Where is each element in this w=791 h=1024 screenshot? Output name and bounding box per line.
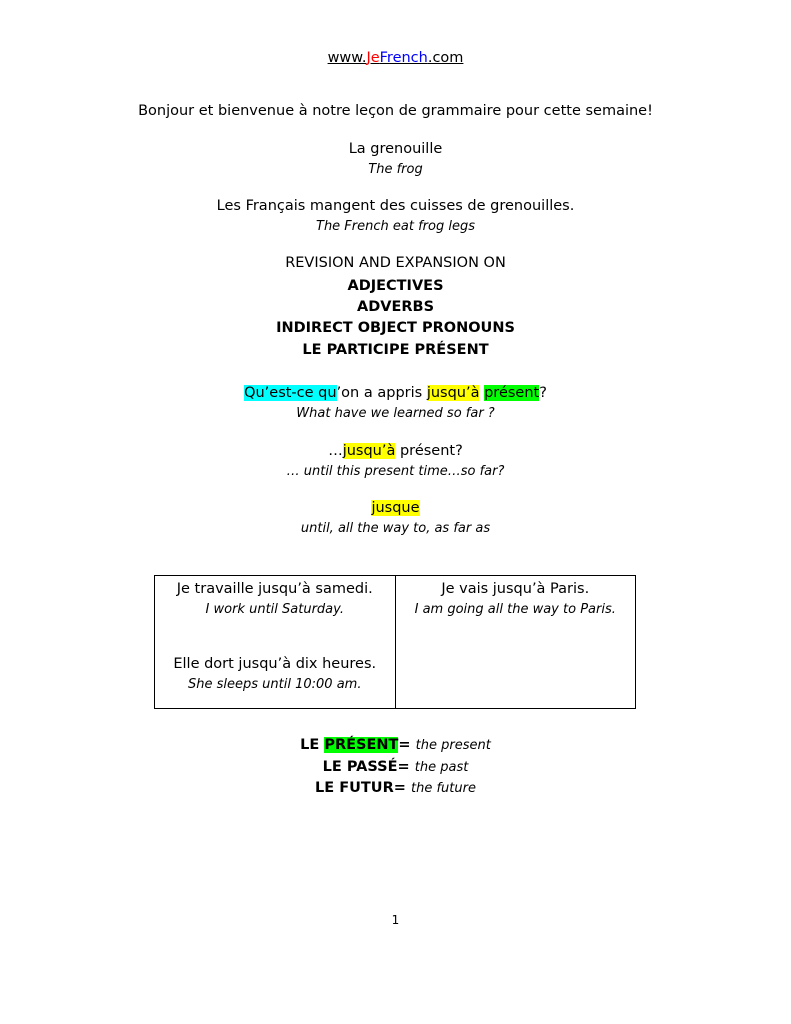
page-number: 1 [391,913,400,927]
examples-right-cell: Je vais jusqu’à Paris. I am going all th… [394,576,636,708]
tense-present-eq: = [398,737,411,753]
jusqua-prefix: … [328,443,343,459]
question-mark: ? [539,385,547,401]
topic-adjectives: ADJECTIVES [347,278,444,294]
tense-present-en: the present [415,738,491,753]
example-en-3: I am going all the way to Paris. [414,602,616,617]
example-en-1: I work until Saturday. [205,602,344,617]
question-en: What have we learned so far ? [296,406,495,421]
intro-text: Bonjour et bienvenue à notre leçon de gr… [138,103,653,119]
examples-table: Je travaille jusqu’à samedi. I work unti… [154,575,636,709]
topic-participe-present: LE PARTICIPE PRÉSENT [302,342,489,358]
question-text: ’on a appris [336,385,427,401]
jusque-en: until, all the way to, as far as [300,521,491,536]
question-fr: Qu’est-ce qu’on a appris jusqu’à présent… [0,385,791,402]
site-je: Je [366,50,380,66]
site-header: www.JeFrench.com [0,50,791,67]
tense-passe-pre: LE PASSÉ [322,759,398,775]
tense-futur-pre: LE FUTUR [315,780,394,796]
highlight-tense-present: PRÉSENT [324,737,399,753]
tense-passe: LE PASSÉ= the past [0,756,791,776]
topic-adverbs: ADVERBS [356,299,435,315]
highlight-jusqua: jusqu’à [426,385,480,401]
tense-futur: LE FUTUR= the future [0,777,791,797]
site-link[interactable]: www.JeFrench.com [328,50,464,66]
jusqua-suffix: présent? [395,443,463,459]
example-fr-1: Je travaille jusqu’à samedi. [176,581,373,597]
tense-present: LE PRÉSENT= the present [0,734,791,754]
jusqua-en: … until this present time…so far? [286,464,505,479]
jusque-fr: jusque [0,500,791,517]
tense-present-pre: LE [300,737,325,753]
tense-passe-en: the past [414,760,469,775]
phrase-en-1: The frog [368,162,423,177]
example-en-2: She sleeps until 10:00 am. [188,677,362,692]
tense-passe-eq: = [397,759,410,775]
highlight-quest-ce-qu: Qu’est-ce qu [244,385,337,401]
jusqua-fr: …jusqu’à présent? [0,443,791,460]
highlight-jusque: jusque [371,500,420,516]
site-french: French [379,50,428,66]
phrase-en-2: The French eat frog legs [316,219,475,234]
tense-futur-en: the future [410,781,476,796]
highlight-jusqua-2: jusqu’à [342,443,396,459]
phrase-fr-1: La grenouille [348,141,443,157]
example-fr-2: Elle dort jusqu’à dix heures. [173,656,377,672]
highlight-present: présent [484,385,540,401]
tense-futur-eq: = [393,780,406,796]
example-fr-3: Je vais jusqu’à Paris. [441,581,590,597]
topic-indirect-object-pronouns: INDIRECT OBJECT PRONOUNS [276,320,515,336]
phrase-fr-2: Les Français mangent des cuisses de gren… [216,198,575,214]
site-suffix: .com [427,50,464,66]
examples-left-cell: Je travaille jusqu’à samedi. I work unti… [155,576,395,708]
site-prefix: www. [327,50,367,66]
topics-heading: REVISION AND EXPANSION ON [285,255,506,271]
